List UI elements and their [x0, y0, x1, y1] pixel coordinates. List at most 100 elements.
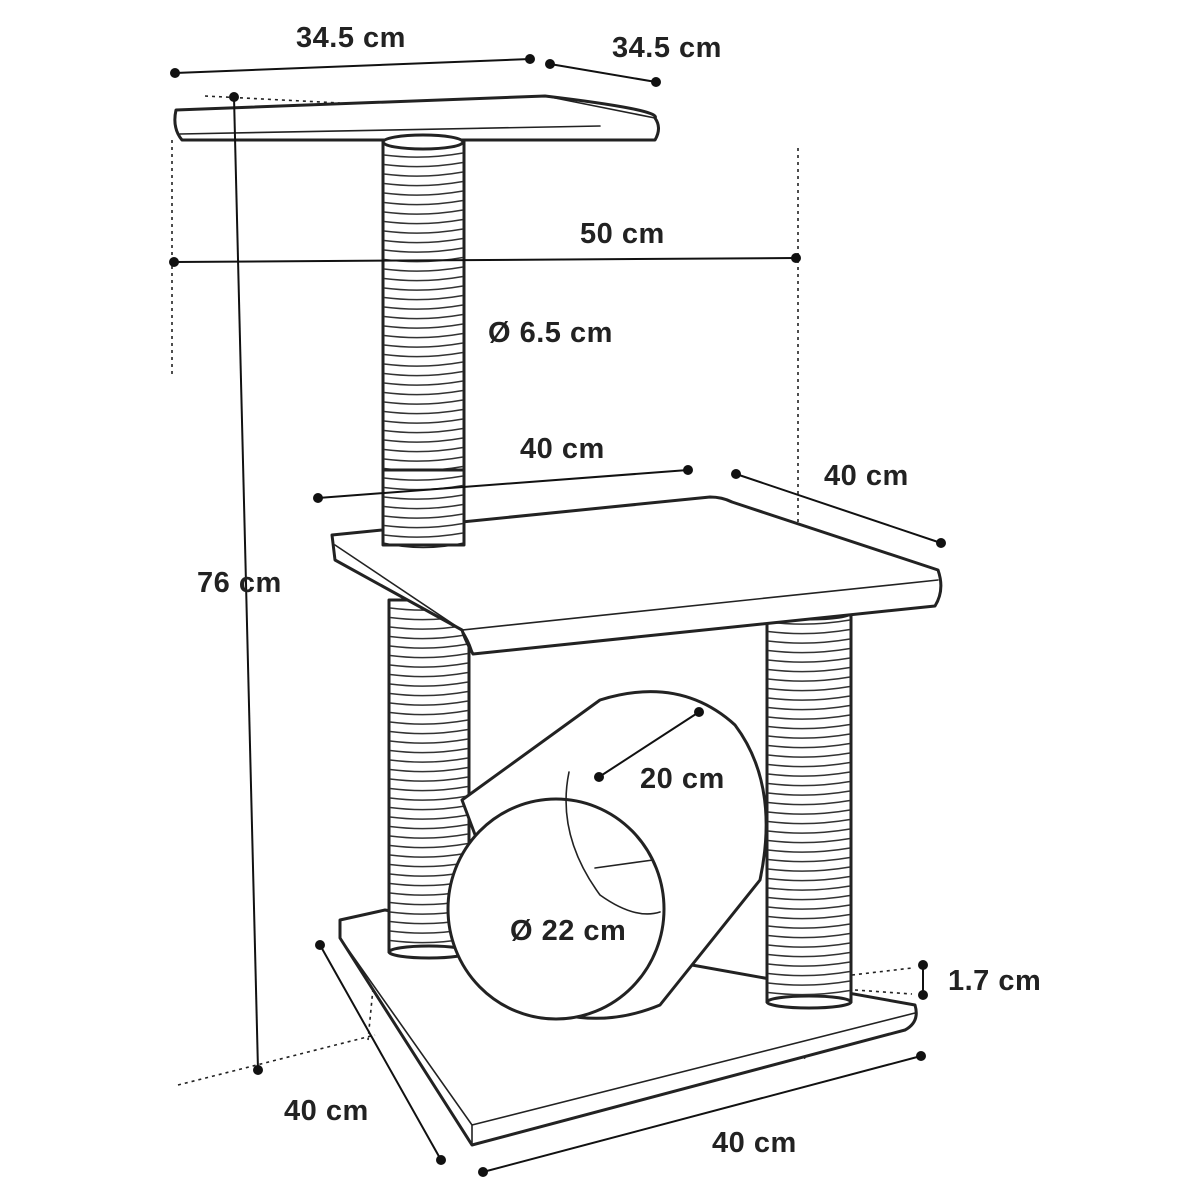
rope-stripe [389, 652, 469, 659]
rope-stripe [383, 494, 464, 500]
rope-stripe [389, 795, 469, 801]
rope-stripe [767, 923, 851, 929]
rope-stripe [767, 828, 851, 834]
rope-stripe [389, 804, 469, 811]
rope-stripe [383, 408, 464, 415]
rope-stripe [767, 780, 851, 787]
rope-stripe [389, 719, 469, 725]
rope-stripe [767, 704, 851, 711]
rope-stripe [389, 757, 469, 763]
rope-stripe [767, 913, 851, 920]
rope-stripe [383, 399, 464, 405]
rope-stripe [767, 628, 851, 635]
label-base-depth: 40 cm [284, 1095, 369, 1127]
rope-stripe [389, 671, 469, 678]
rope-stripe [383, 389, 464, 396]
rope-stripe [767, 837, 851, 844]
rope-stripe [383, 161, 464, 168]
middle-platform [330, 468, 943, 656]
rope-stripe [383, 437, 464, 443]
rope-stripe [767, 799, 851, 806]
rope-stripe [389, 681, 469, 687]
rope-stripe [383, 199, 464, 206]
rope-stripe [767, 932, 851, 939]
rope-stripe [767, 866, 851, 872]
rope-stripe [383, 513, 464, 519]
top-platform [173, 94, 660, 142]
rope-stripe [383, 475, 464, 481]
rope-stripe [383, 522, 464, 529]
rope-stripe [767, 856, 851, 863]
rope-stripe [383, 418, 464, 424]
right-lower-post [765, 605, 853, 1010]
rope-stripe [383, 275, 464, 282]
rope-stripe [383, 228, 464, 234]
rope-stripe [767, 733, 851, 739]
label-total-height: 76 cm [197, 567, 282, 599]
rope-stripe [767, 771, 851, 777]
label-tunnel-depth: 20 cm [640, 763, 725, 795]
rope-stripe [767, 961, 851, 967]
label-base-width: 40 cm [712, 1127, 797, 1159]
rope-stripe [389, 814, 469, 820]
rope-stripe [383, 152, 464, 158]
rope-stripe [389, 633, 469, 640]
rope-stripe [383, 171, 464, 177]
rope-stripe [383, 342, 464, 348]
rope-stripe [767, 847, 851, 853]
rope-stripe [383, 503, 464, 510]
rope-stripe [389, 776, 469, 782]
rope-stripe [383, 456, 464, 462]
rope-stripe [383, 313, 464, 320]
rope-stripe [767, 809, 851, 815]
rope-stripe [389, 785, 469, 792]
tunnel [446, 690, 768, 1021]
rope-stripe [767, 942, 851, 948]
label-post-diameter: Ø 6.5 cm [488, 317, 613, 349]
dimension-lines [169, 54, 946, 1177]
dimension-labels: 34.5 cm 34.5 cm 50 cm Ø 6.5 cm 40 cm 40 … [197, 22, 1041, 1159]
rope-stripe [767, 761, 851, 768]
rope-stripe [767, 970, 851, 977]
rope-stripe [767, 752, 851, 758]
rope-stripe [383, 190, 464, 196]
rope-stripe [389, 833, 469, 839]
rope-stripe [767, 951, 851, 958]
rope-stripe [767, 742, 851, 749]
rope-stripe [389, 738, 469, 744]
rope-stripe [383, 266, 464, 272]
rope-stripe [389, 700, 469, 706]
rope-stripe [383, 351, 464, 358]
rope-stripe [767, 676, 851, 682]
rope-stripe [383, 237, 464, 244]
rope-stripe [383, 532, 464, 538]
rope-stripe [389, 709, 469, 716]
rope-stripe [767, 685, 851, 692]
rope-stripe [767, 894, 851, 901]
label-top-platform-depth: 34.5 cm [612, 32, 722, 64]
label-top-platform-width: 34.5 cm [296, 22, 406, 54]
rope-stripe [767, 980, 851, 986]
label-middle-platform-width: 40 cm [520, 433, 605, 465]
rope-stripe [767, 657, 851, 663]
rope-stripe [383, 218, 464, 225]
rope-stripe [383, 209, 464, 215]
label-tunnel-diameter: Ø 22 cm [510, 915, 626, 947]
rope-stripe [383, 380, 464, 386]
rope-stripe [383, 247, 464, 253]
rope-stripe [383, 323, 464, 329]
rope-stripe [389, 823, 469, 830]
label-middle-platform-depth: 40 cm [824, 460, 909, 492]
rope-stripe [767, 647, 851, 654]
rope-stripe [767, 723, 851, 730]
rope-stripe [767, 904, 851, 910]
rope-stripe [389, 842, 469, 849]
rope-stripe [383, 332, 464, 339]
rope-stripe [767, 875, 851, 882]
rope-stripe [767, 989, 851, 996]
rope-stripe [383, 285, 464, 291]
rope-stripe [389, 690, 469, 697]
rope-stripe [383, 361, 464, 367]
rope-stripe [383, 294, 464, 301]
rope-stripe [767, 638, 851, 644]
